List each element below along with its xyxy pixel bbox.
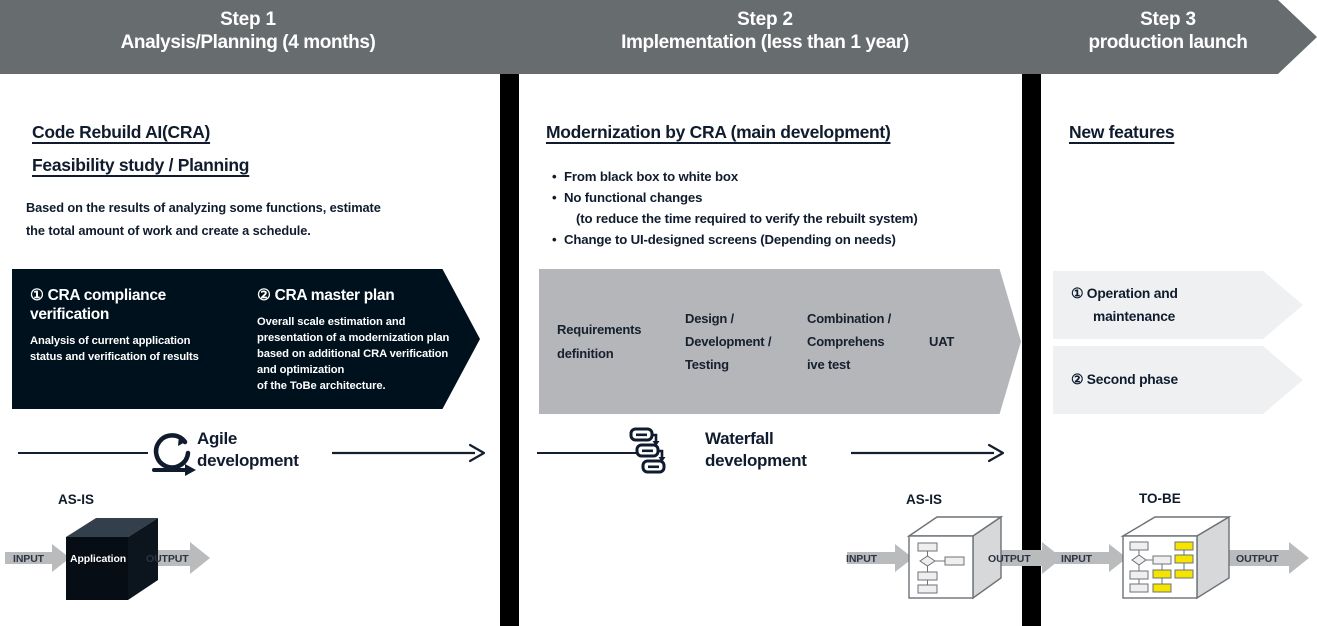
step3-cube-label: TO-BE [1139,491,1181,506]
header-step-3-title: Step 3 [1140,9,1196,30]
header-step-1-title: Step 1 [220,9,276,30]
step1-body-line1: Based on the results of analyzing some f… [26,200,381,215]
step3-input-label: INPUT [1061,553,1093,565]
step2-output-label: OUTPUT [988,553,1031,565]
step2-bullet-3-text: (to reduce the time required to verify t… [576,210,918,226]
step2-stage-2-line1: Design / [685,310,734,326]
step3-bar-second-phase[interactable]: ② Second phase [1053,346,1303,414]
step1-arrow-right [332,443,486,463]
step-3-column: New features ① Operation and maintenance… [1041,74,1317,626]
step3-output-label: OUTPUT [1236,553,1279,565]
step2-bullet-4: • Change to UI-designed screens (Dependi… [552,230,918,251]
header-step-1-subtitle: Analysis/Planning (4 months) [120,32,376,54]
step-2-column: Modernization by CRA (main development) … [519,74,1062,626]
step1-cube-inner-label: Application [70,553,127,565]
step1-method-label-line2: development [197,450,299,470]
step2-bullet-3: (to reduce the time required to verify t… [552,209,918,230]
step2-as-is-cube [847,515,1062,600]
step1-heading-line2: Feasibility study / Planning [32,155,250,175]
step1-as-is-cube [5,518,210,600]
step1-output-label: OUTPUT [146,553,189,565]
step1-chevron-1[interactable]: ① CRA compliance verification Analysis o… [12,269,264,409]
step2-stage-4-line1: UAT [929,333,955,349]
step2-heading: Modernization by CRA (main development) [546,122,891,142]
step2-stage-3-line1: Combination / [807,310,892,326]
step2-bullet-1-text: From black box to white box [564,169,739,184]
step3-bar-1-line1: ① Operation and [1071,285,1178,301]
step2-bullet-2-text: No functional changes [564,189,703,205]
bullet-spacer [552,209,564,230]
column-divider-1 [500,74,519,626]
step2-stage-3-line2: Comprehens [807,333,885,349]
step2-method-label: Waterfall development [705,428,807,472]
step1-chevron-1-title: ① CRA compliance [30,287,166,304]
step2-bullet-1: • From black box to white box [552,167,918,188]
header-step-2-title: Step 2 [737,9,793,30]
step3-bar-1-line2: maintenance [1093,309,1176,324]
step1-chevron-1-body: Analysis of current application status a… [30,335,199,364]
step2-bullet-2: • No functional changes [552,188,918,209]
step2-stage-2-line3: Testing [685,357,729,373]
step1-chevron-2-title: ② CRA master plan [257,287,395,304]
step1-rule-left [18,452,148,454]
bullet-dot-icon: • [552,231,557,247]
bullet-dot-icon: • [552,169,557,184]
step2-method-label-line1: Waterfall [705,429,774,448]
column-divider-2 [1022,74,1041,626]
step2-stage-group: Requirements definition Design / Develop… [539,269,1021,414]
step1-chevron-2[interactable]: ② CRA master plan Overall scale estimati… [212,269,480,409]
step1-method-label-line1: Agile [197,429,238,448]
header-step-1: Step 1 Analysis/Planning (4 months) [121,8,376,54]
step1-input-label: INPUT [13,553,45,565]
step1-chevron-group: ① CRA compliance verification Analysis o… [12,269,480,409]
step2-stage-requirements[interactable]: Requirements definition [539,269,677,414]
step2-cube-label: AS-IS [906,492,943,507]
header-step-3: Step 3 production launch [1068,8,1268,54]
step1-heading-line1: Code Rebuild AI(CRA) [32,122,211,142]
step3-heading: New features [1069,122,1175,142]
step1-chevron-1-title2: verification [30,306,110,324]
bullet-dot-icon: • [552,189,557,205]
step1-cube-label: AS-IS [58,492,95,507]
step1-body-line2: the total amount of work and create a sc… [26,223,311,238]
step2-rule-left [537,452,637,454]
step1-method-label: Agile development [197,428,299,472]
step2-stage-1-line2: definition [557,345,614,361]
circular-arrow-icon [152,433,196,476]
step-1-column: Code Rebuild AI(CRA) Feasibility study /… [0,74,500,626]
step3-bar-2-line1: ② Second phase [1071,372,1178,388]
step2-input-label: INPUT [846,553,878,565]
step1-chevron-2-body: Overall scale estimation and presentatio… [257,316,450,392]
step2-stage-1-line1: Requirements [557,322,642,338]
step2-bullet-list: • From black box to white box • No funct… [552,167,918,250]
header-step-3-subtitle: production launch [1088,32,1248,54]
header-step-2-subtitle: Implementation (less than 1 year) [621,32,909,54]
waterfall-cascade-icon [629,427,666,474]
step3-to-be-cube [1055,515,1309,600]
step2-arrow-right [851,443,1005,463]
step2-stage-2-line2: Development / [685,333,772,349]
header-band [0,0,1317,74]
step3-bar-operation-maintenance[interactable]: ① Operation and maintenance [1053,271,1303,339]
step2-stage-3-line3: ive test [807,357,851,373]
header-step-2: Step 2 Implementation (less than 1 year) [621,8,909,54]
step2-method-label-line2: development [705,450,807,470]
step2-bullet-4-text: Change to UI-designed screens (Depending… [564,231,896,247]
